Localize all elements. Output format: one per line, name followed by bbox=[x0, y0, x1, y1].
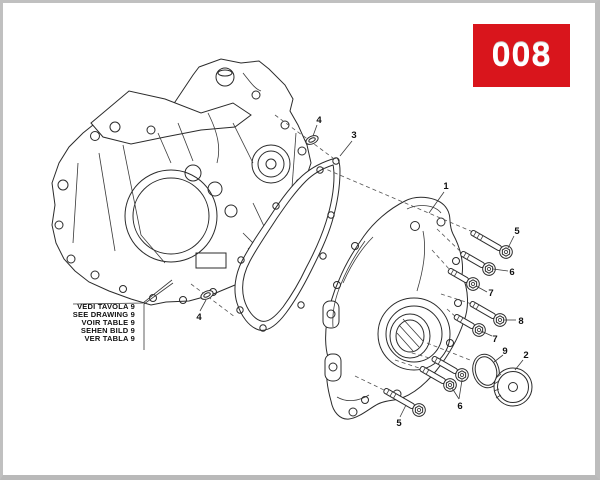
bolt-6-lower-a bbox=[431, 355, 469, 382]
bolt-5-lower bbox=[383, 387, 426, 417]
callout-5-upper: 5 bbox=[514, 226, 520, 237]
callout-7-upper: 7 bbox=[488, 288, 493, 299]
bolt-7-lower bbox=[453, 313, 486, 337]
callout-leader-lines bbox=[199, 124, 524, 418]
assembly-axis-lines bbox=[190, 114, 474, 392]
bolt-6-lower-b bbox=[419, 365, 457, 392]
bolt-7-upper bbox=[447, 267, 480, 291]
callout-5-lower: 5 bbox=[396, 418, 402, 429]
crankcase-drawing bbox=[51, 58, 313, 306]
dowel-upper bbox=[305, 135, 319, 145]
callout-2: 2 bbox=[523, 350, 528, 361]
reference-note-box: VEDI TAVOLA 9 SEE DRAWING 9 VOIR TABLE 9… bbox=[40, 303, 135, 343]
note-line-fr: VOIR TABLE 9 bbox=[81, 318, 135, 327]
callout-3: 3 bbox=[351, 130, 356, 141]
callout-4-lower: 4 bbox=[196, 312, 202, 323]
note-line-de: SEHEN BILD 9 bbox=[80, 326, 135, 335]
callout-6-upper: 6 bbox=[509, 267, 514, 278]
dowel-lower bbox=[200, 290, 214, 300]
callout-4-upper: 4 bbox=[316, 115, 322, 126]
callout-8: 8 bbox=[518, 316, 523, 327]
o-ring bbox=[472, 353, 500, 389]
callout-7-lower: 7 bbox=[492, 334, 497, 345]
gasket-drawing bbox=[234, 157, 341, 332]
note-line-en: SEE DRAWING 9 bbox=[72, 310, 135, 319]
note-box-bracket bbox=[72, 279, 174, 350]
page-code: 008 bbox=[491, 36, 552, 74]
clutch-cover-drawing bbox=[322, 196, 468, 420]
bolt-6-upper bbox=[460, 250, 496, 276]
callout-1: 1 bbox=[443, 181, 449, 192]
callout-9: 9 bbox=[502, 346, 507, 357]
bolt-8 bbox=[469, 300, 507, 327]
note-line-it: VEDI TAVOLA 9 bbox=[77, 302, 135, 311]
callout-6-lower: 6 bbox=[457, 401, 462, 412]
page-code-badge: 008 bbox=[473, 24, 570, 87]
parts-diagram: 1 2 3 4 4 5 5 6 6 7 7 8 9 bbox=[51, 58, 533, 429]
inspection-cap bbox=[493, 367, 533, 407]
bolt-5-upper bbox=[470, 229, 513, 259]
note-line-es: VER TABLA 9 bbox=[84, 334, 135, 343]
